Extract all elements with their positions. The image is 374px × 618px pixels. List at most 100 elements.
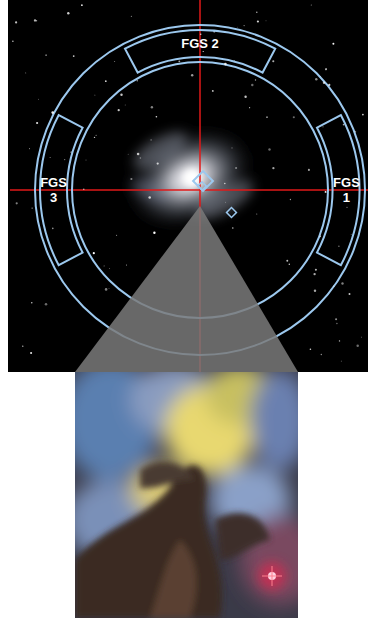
star bbox=[315, 269, 317, 271]
star bbox=[151, 106, 153, 108]
guide-sensor-sector: FGS 3 bbox=[38, 113, 85, 267]
star bbox=[157, 162, 159, 164]
star bbox=[339, 340, 340, 341]
star bbox=[289, 263, 290, 264]
star bbox=[346, 207, 347, 208]
star bbox=[22, 346, 23, 347]
star bbox=[45, 54, 47, 56]
star bbox=[232, 227, 233, 228]
aperture-diamond bbox=[193, 171, 213, 191]
star bbox=[236, 26, 238, 28]
star bbox=[131, 16, 132, 17]
star bbox=[314, 290, 316, 292]
star bbox=[52, 228, 54, 230]
star bbox=[153, 232, 155, 234]
star bbox=[130, 178, 132, 180]
star bbox=[256, 213, 257, 214]
star bbox=[341, 282, 343, 284]
star bbox=[36, 122, 38, 124]
star bbox=[244, 96, 246, 98]
aperture-diamond bbox=[227, 208, 237, 218]
star bbox=[235, 167, 237, 169]
star bbox=[137, 153, 140, 156]
star bbox=[356, 345, 358, 347]
nebula-photo bbox=[75, 372, 298, 618]
star bbox=[231, 147, 232, 148]
star bbox=[333, 286, 334, 287]
star bbox=[272, 167, 274, 169]
star bbox=[257, 20, 259, 22]
star bbox=[109, 268, 111, 270]
star bbox=[224, 183, 225, 184]
star bbox=[325, 68, 327, 70]
star bbox=[191, 74, 193, 76]
star bbox=[255, 79, 256, 80]
guide-sensor-sector: FGS 2 bbox=[123, 28, 277, 75]
star bbox=[244, 25, 245, 26]
sector-outline bbox=[317, 115, 360, 265]
star bbox=[349, 293, 351, 295]
star bbox=[310, 348, 312, 350]
star bbox=[340, 360, 342, 362]
star bbox=[212, 90, 214, 92]
star bbox=[350, 234, 352, 236]
star bbox=[290, 199, 291, 200]
star bbox=[150, 139, 151, 140]
star bbox=[67, 12, 69, 14]
star bbox=[94, 94, 96, 96]
star bbox=[321, 354, 322, 355]
star bbox=[335, 318, 337, 320]
star bbox=[114, 61, 115, 62]
star bbox=[156, 116, 158, 118]
star bbox=[38, 98, 40, 100]
star bbox=[96, 135, 97, 136]
star bbox=[31, 302, 32, 303]
star bbox=[105, 288, 108, 291]
star bbox=[343, 124, 345, 126]
star bbox=[83, 189, 84, 190]
sky-panel bbox=[8, 0, 368, 372]
star bbox=[45, 303, 48, 306]
star bbox=[361, 336, 363, 338]
star bbox=[81, 4, 83, 6]
sensor-label: FGS 2 bbox=[181, 36, 219, 51]
star bbox=[325, 68, 327, 70]
star bbox=[265, 20, 267, 22]
star bbox=[116, 235, 117, 236]
star bbox=[94, 137, 95, 138]
star bbox=[93, 252, 95, 254]
star bbox=[178, 60, 180, 62]
star bbox=[64, 159, 65, 160]
star bbox=[200, 33, 202, 35]
star bbox=[12, 40, 14, 42]
star bbox=[325, 191, 327, 193]
star bbox=[225, 201, 227, 203]
star bbox=[256, 11, 258, 13]
star bbox=[124, 104, 126, 106]
star bbox=[315, 78, 317, 80]
star bbox=[224, 63, 227, 66]
zoom-wedge bbox=[75, 206, 298, 372]
sensor-label: FGS 3 bbox=[39, 175, 69, 205]
star bbox=[29, 148, 31, 150]
star bbox=[362, 114, 364, 116]
star bbox=[25, 72, 27, 74]
star bbox=[354, 131, 356, 133]
star bbox=[137, 80, 138, 81]
star bbox=[85, 159, 86, 160]
star bbox=[140, 157, 142, 159]
sector-outline bbox=[123, 28, 277, 75]
star bbox=[30, 352, 32, 354]
star bbox=[308, 169, 310, 171]
star bbox=[36, 20, 37, 21]
star bbox=[336, 323, 337, 324]
star bbox=[120, 93, 122, 95]
galaxy-core bbox=[183, 169, 201, 187]
star bbox=[105, 80, 107, 82]
guide-sensor-sector: FGS 1 bbox=[315, 113, 362, 267]
star bbox=[148, 196, 151, 199]
sensor-label: FGS 1 bbox=[331, 175, 361, 205]
star bbox=[268, 148, 270, 150]
